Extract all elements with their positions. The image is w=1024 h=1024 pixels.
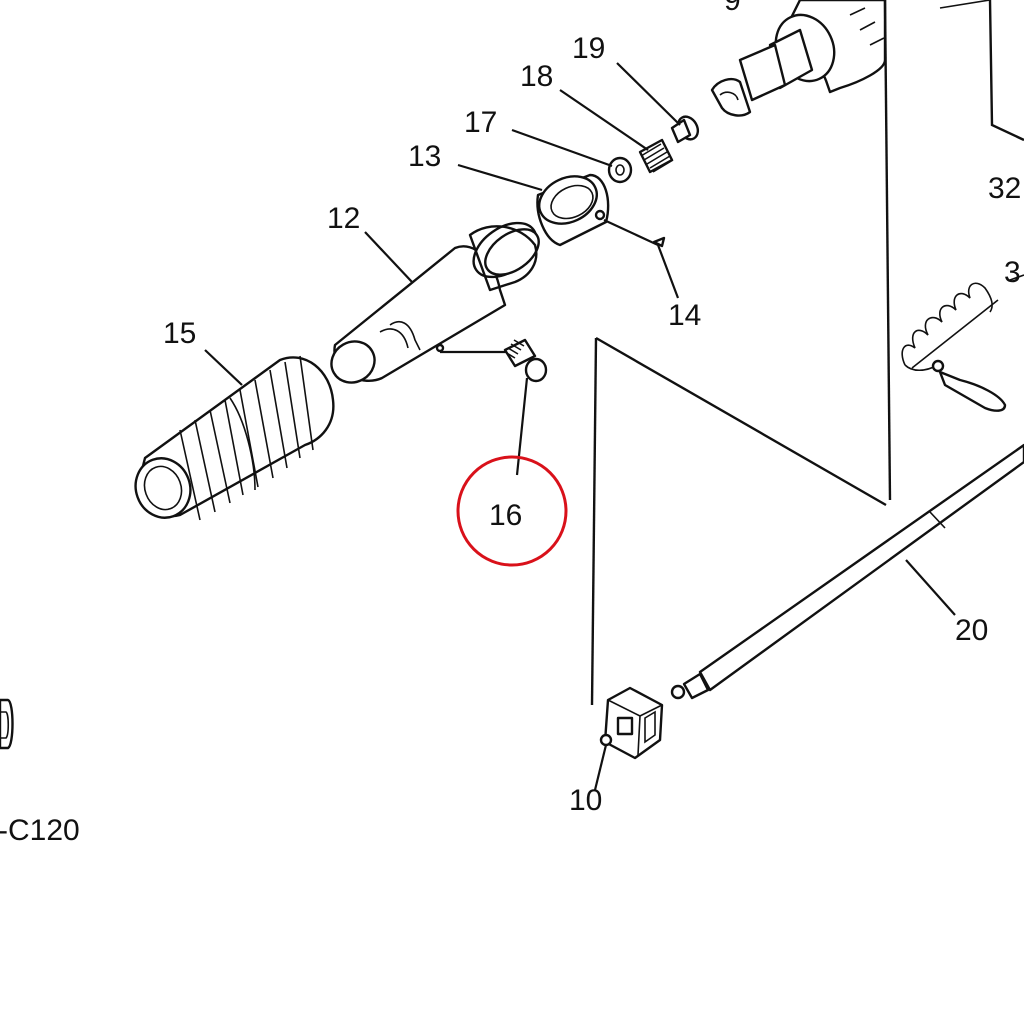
callout-10: 10: [569, 784, 602, 817]
leader-15: [204, 349, 243, 386]
leader-lines: [204, 62, 956, 791]
part-17-washer: [607, 156, 633, 184]
leader-13: [457, 163, 543, 192]
callout-3-partial: 3: [1004, 256, 1021, 289]
spring-clip-part: [901, 274, 1024, 412]
callout-16: 16: [489, 499, 522, 532]
callout-15: 15: [163, 317, 196, 350]
callout-9: 9: [724, 0, 741, 17]
callout-18: 18: [520, 60, 553, 93]
part-16-screw: [503, 338, 548, 383]
leader-17: [511, 128, 613, 168]
part-12-throttle-shaft: [330, 221, 540, 384]
callout-12: 12: [327, 202, 360, 235]
part-10-bracket: [599, 686, 664, 760]
part-18-spring: [638, 138, 674, 174]
assembly-frame: [590, 336, 887, 706]
highlight-circle-16: [456, 455, 568, 567]
callout-19: 19: [572, 32, 605, 65]
partial-part-left-edge: [0, 698, 14, 750]
part-9-shaft-assembly: [710, 0, 1024, 501]
callout-20: 20: [955, 614, 988, 647]
callout-17: 17: [464, 106, 497, 139]
part-20-shift-rod: [670, 443, 1024, 700]
callout-14: 14: [668, 299, 701, 332]
catalog-code: -C120: [0, 814, 80, 847]
leader-19: [616, 62, 681, 126]
leader-20: [905, 559, 956, 616]
leader-10: [593, 744, 608, 791]
callout-32: 32: [988, 172, 1021, 205]
leader-14: [603, 219, 680, 299]
leader-18: [559, 89, 649, 151]
callout-13: 13: [408, 140, 441, 173]
leader-12: [364, 231, 413, 283]
part-19-bolt: [670, 115, 700, 144]
part-13-collar: [536, 173, 610, 247]
part-15-grip: [134, 355, 335, 521]
